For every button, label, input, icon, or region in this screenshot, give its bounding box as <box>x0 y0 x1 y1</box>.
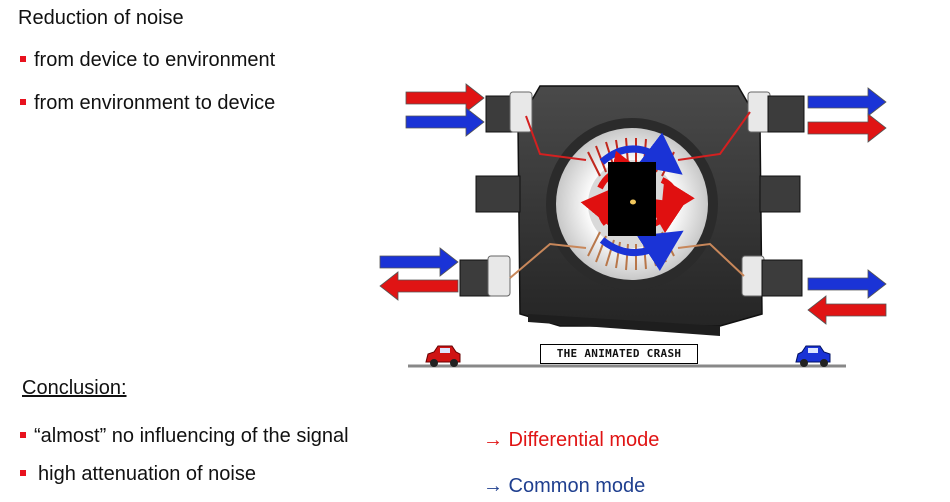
lead-wires <box>509 111 751 279</box>
bullet-item: from device to environment <box>20 48 275 72</box>
bullet-marker <box>20 469 26 476</box>
differential-mode-label: → Differential mode <box>483 429 660 451</box>
conclusion-item: high attenuation of noise <box>20 462 256 486</box>
blue-car-icon <box>795 345 831 367</box>
bullet-text: from environment to device <box>34 92 276 114</box>
page-heading: Reduction of noise <box>18 7 184 29</box>
bullet-marker <box>20 431 26 438</box>
red-car-icon <box>425 345 461 367</box>
device-pins <box>459 91 805 297</box>
bullet-marker <box>20 98 26 105</box>
bullet-item: from environment to device <box>20 91 275 115</box>
current-arrows <box>379 83 887 325</box>
conclusion-title: Conclusion: <box>22 377 127 399</box>
center-block <box>608 162 656 236</box>
conclusion-text: “almost” no influencing of the signal <box>34 425 349 447</box>
bullet-text: from device to environment <box>34 49 276 71</box>
conclusion-text: high attenuation of noise <box>38 463 256 485</box>
conclusion-item: “almost” no influencing of the signal <box>20 424 349 448</box>
common-mode-choke-diagram <box>379 83 887 368</box>
common-mode-label: → Common mode <box>483 475 646 497</box>
center-dot <box>630 199 636 205</box>
bullet-marker <box>20 55 26 62</box>
animation-label: THE ANIMATED CRASH <box>540 344 698 364</box>
